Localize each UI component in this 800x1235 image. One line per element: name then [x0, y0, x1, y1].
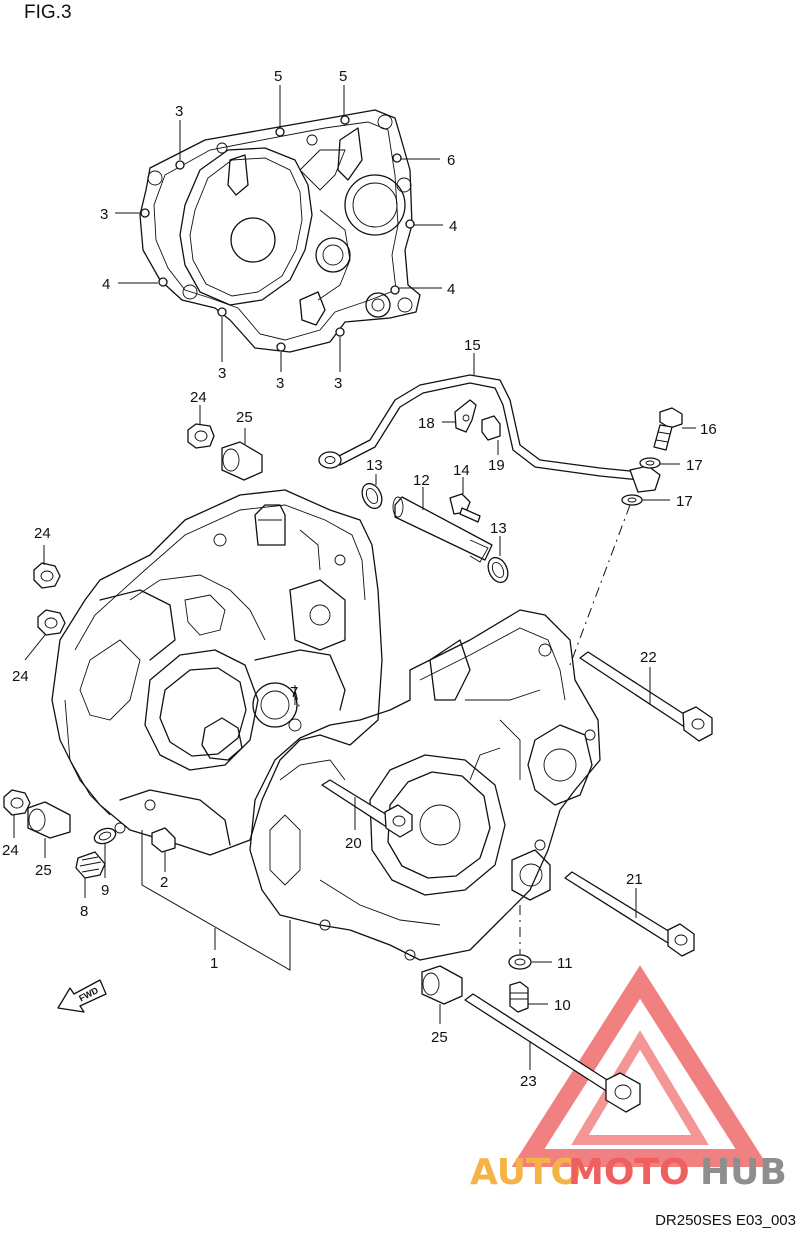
- callout-18: 18: [418, 415, 435, 432]
- bushing-25-bottom-left: [27, 801, 71, 839]
- callout-7: 7: [290, 684, 298, 701]
- callout-24: 24: [190, 389, 207, 406]
- callout-25: 25: [431, 1029, 448, 1046]
- callout-1: 1: [210, 955, 218, 972]
- bolt-14: [449, 493, 481, 523]
- washer-17-bottom: [621, 494, 643, 506]
- forward-arrow-icon: FWD: [57, 979, 107, 1013]
- callout-22: 22: [640, 649, 657, 666]
- callout-15: 15: [464, 337, 481, 354]
- callout-numbers: 3 3 4 3 3 3 5 5 6 4 4 24 25 24 24 24 25 …: [2, 68, 717, 1090]
- watermark-text: AUTO MOTO HUB: [470, 1152, 787, 1193]
- callout-24: 24: [34, 525, 51, 542]
- callout-24: 24: [2, 842, 19, 859]
- bolt-22: [579, 651, 713, 742]
- callout-12: 12: [413, 472, 430, 489]
- bolt-23: [464, 993, 641, 1113]
- diagram-code: DR250SES E03_003: [655, 1212, 796, 1229]
- callout-4: 4: [447, 281, 455, 298]
- plug-bolt-10: [509, 981, 529, 1013]
- crankcase-left-half: [51, 489, 383, 856]
- bushing-25-top: [221, 441, 263, 481]
- bushing-25-bottom: [421, 965, 463, 1005]
- callout-10: 10: [554, 997, 571, 1014]
- dowel-pin-2: [151, 827, 176, 853]
- drain-plug-8: [75, 851, 106, 879]
- callout-19: 19: [488, 457, 505, 474]
- callout-24: 24: [12, 668, 29, 685]
- callout-5: 5: [274, 68, 282, 85]
- callout-23: 23: [520, 1073, 537, 1090]
- banjo-bolt-16: [653, 407, 683, 451]
- callout-3: 3: [100, 206, 108, 223]
- watermark-part-hub: HUB: [700, 1152, 787, 1193]
- callout-11: 11: [557, 955, 573, 972]
- callout-16: 16: [700, 421, 717, 438]
- callout-9: 9: [101, 882, 109, 899]
- oil-pipe-12: [392, 496, 493, 563]
- callout-13: 13: [366, 457, 383, 474]
- gasket-washer-9: [93, 827, 117, 845]
- crankcase-cover-right: [139, 109, 421, 353]
- bolt-19: [481, 415, 501, 441]
- nut-24-top: [187, 423, 215, 449]
- callout-21: 21: [626, 871, 643, 888]
- callout-3: 3: [218, 365, 226, 382]
- callout-17: 17: [686, 457, 703, 474]
- o-ring-13-bottom: [487, 556, 509, 584]
- callout-20: 20: [345, 835, 362, 852]
- callout-6: 6: [447, 152, 455, 169]
- nut-24-left-top: [33, 562, 61, 589]
- stud-bolt-20: [321, 779, 413, 838]
- callout-4: 4: [102, 276, 110, 293]
- leader-lines: [13, 85, 696, 1070]
- hose-clamp-18: [454, 399, 477, 433]
- watermark-part-moto: MOTO: [568, 1152, 690, 1193]
- callout-14: 14: [453, 462, 470, 479]
- callout-8: 8: [80, 903, 88, 920]
- washer-17-top: [639, 457, 661, 469]
- callout-4: 4: [449, 218, 457, 235]
- callout-3: 3: [276, 375, 284, 392]
- callout-3: 3: [175, 103, 183, 120]
- gasket-washer-11: [508, 954, 532, 970]
- nut-24-bottom-left: [3, 789, 31, 816]
- figure-label: FIG.3: [24, 2, 72, 23]
- o-ring-13-top: [361, 482, 383, 510]
- callout-25: 25: [35, 862, 52, 879]
- callout-5: 5: [339, 68, 347, 85]
- bolt-21: [564, 871, 695, 957]
- callout-2: 2: [160, 874, 168, 891]
- watermark-part-auto: AUTO: [470, 1152, 581, 1193]
- assembly-lines: [294, 504, 631, 955]
- callout-25: 25: [236, 409, 253, 426]
- nut-24-left-mid: [37, 609, 66, 636]
- callout-17: 17: [676, 493, 693, 510]
- callout-13: 13: [490, 520, 507, 537]
- crankcase-right-half: [249, 609, 601, 961]
- callout-3: 3: [334, 375, 342, 392]
